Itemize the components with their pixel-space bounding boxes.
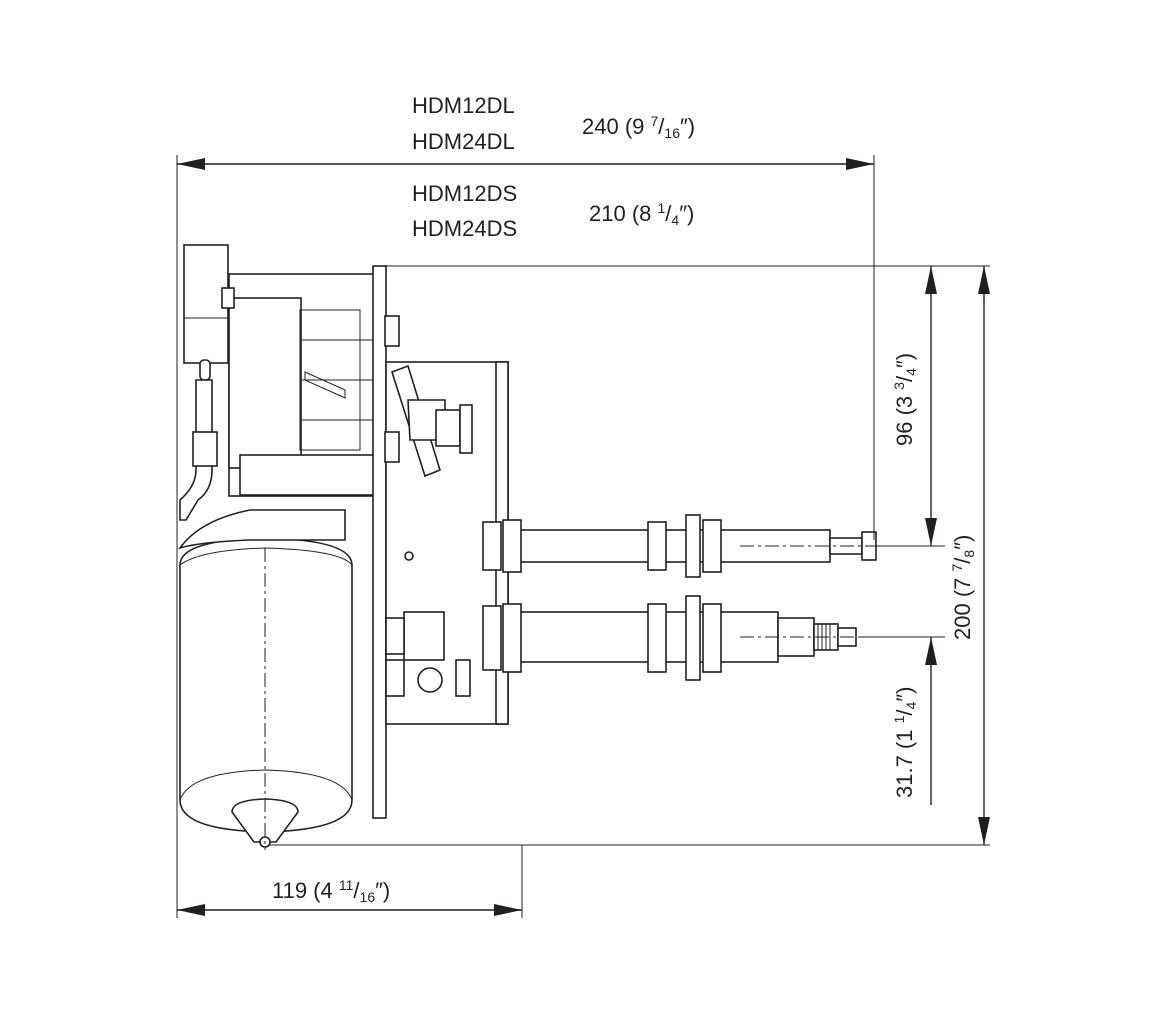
lower-shaft <box>482 595 940 681</box>
model-label-hdm12dl: HDM12DL <box>412 93 515 118</box>
arrow-length-left <box>177 158 205 170</box>
lower-nut-3 <box>647 603 667 673</box>
arrow-lower-offset <box>925 637 937 665</box>
arrow-total-bottom <box>978 817 990 845</box>
arrow-upper-top <box>925 266 937 294</box>
spindle-hub-nut <box>385 617 405 655</box>
arrow-width-left <box>177 904 205 916</box>
dimension-lines <box>176 155 990 918</box>
dim-label-length-short: 210 (8 1/4″) <box>589 200 694 228</box>
wire-clip <box>192 431 218 467</box>
dim-label-total-height: 200 (7 7/8″) <box>949 535 977 640</box>
motor-neck <box>177 509 346 550</box>
upper-nut-1 <box>482 521 502 571</box>
arrow-upper-bottom <box>925 518 937 546</box>
linkage-pivot-hub <box>435 409 461 447</box>
dim-label-width: 119 (4 11/16″) <box>272 877 390 905</box>
model-label-hdm24dl: HDM24DL <box>412 129 515 154</box>
upper-shaft-tube <box>507 529 831 563</box>
arrow-total-top <box>978 266 990 294</box>
connector-pin <box>199 359 211 381</box>
model-label-hdm12ds: HDM12DS <box>412 181 517 206</box>
motor-can <box>179 537 353 833</box>
linkage-pivot-nut <box>459 404 473 454</box>
lower-nut-left <box>385 659 405 697</box>
lower-pivot <box>417 667 443 693</box>
mounting-plate <box>372 265 387 819</box>
labels: HDM12DL HDM24DL 240 (9 7/16″) HDM12DS HD… <box>272 93 977 905</box>
model-label-hdm24ds: HDM24DS <box>412 216 517 241</box>
lower-nut-right <box>455 659 471 697</box>
dim-label-length-long: 240 (9 7/16″) <box>582 113 695 141</box>
upper-nut-4 <box>685 514 701 578</box>
gearbox-lever <box>304 371 346 399</box>
bracket-hole <box>404 551 414 561</box>
lower-shaft-tube <box>507 611 779 663</box>
arrow-length-right <box>846 158 874 170</box>
terminal-screw <box>221 287 235 309</box>
arrow-width-right <box>494 904 522 916</box>
gearbox-lower-block <box>239 454 376 496</box>
dim-label-upper-height: 96 (3 3/4″) <box>891 353 919 446</box>
spindle-hub <box>403 611 445 661</box>
bracket-bolt-mid <box>384 431 400 463</box>
lower-nut-5 <box>702 603 722 673</box>
motor-can-top-ring <box>179 547 353 566</box>
upper-nut-3 <box>647 521 667 571</box>
upper-nut-5 <box>702 519 722 573</box>
motor-assembly <box>177 244 376 850</box>
gearbox-cover <box>228 297 302 469</box>
motor-end-cone <box>231 798 299 843</box>
upper-nut-2 <box>502 519 522 573</box>
dim-label-lower-offset: 31.7 (1 1/4″) <box>891 687 919 798</box>
lower-nut-4 <box>685 595 701 681</box>
motor-can-bottom <box>179 769 353 801</box>
upper-shaft <box>482 514 940 578</box>
lower-nut-2 <box>502 603 522 673</box>
bracket-bolt-top <box>384 315 400 347</box>
lower-nut-1 <box>482 605 502 671</box>
